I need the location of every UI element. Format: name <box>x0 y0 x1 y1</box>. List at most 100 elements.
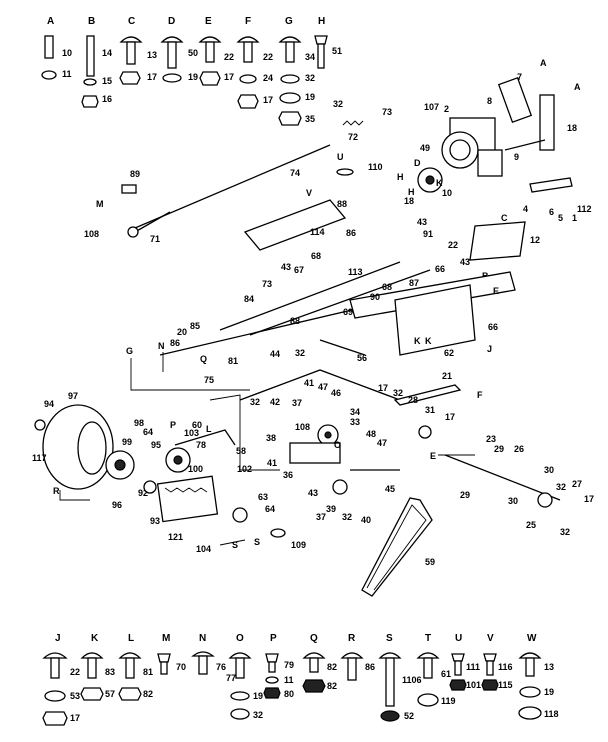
bolt-U <box>454 660 462 676</box>
callout-29: 29 <box>494 444 504 454</box>
nut-P <box>263 687 281 699</box>
washer-T <box>417 693 439 707</box>
hw-T-num-119: 119 <box>441 696 456 706</box>
drive-belt-59 <box>361 497 433 597</box>
hw-letter-N: N <box>199 633 206 644</box>
brake-rod <box>239 369 401 401</box>
callout-89: 89 <box>130 169 140 179</box>
callout-87: 87 <box>409 278 419 288</box>
bolt-W <box>525 657 535 677</box>
callout-K-3: K <box>425 336 432 346</box>
hw-letter-G: G <box>285 16 293 27</box>
callout-93: 93 <box>150 516 160 526</box>
callout-48: 48 <box>366 429 376 439</box>
callout-86b: 86 <box>170 338 180 348</box>
hw-F-num-24: 24 <box>263 73 273 83</box>
rear-axle <box>444 454 561 501</box>
hw-A-num-11: 11 <box>62 69 72 79</box>
washer-G-1 <box>280 74 300 84</box>
callout-P: P <box>170 420 176 430</box>
callout-43c: 43 <box>281 262 291 272</box>
callout-10: 10 <box>442 188 452 198</box>
callout-88: 88 <box>337 199 347 209</box>
callout-109: 109 <box>291 540 306 550</box>
callout-97: 97 <box>68 391 78 401</box>
callout-114: 114 <box>310 227 325 237</box>
nut-G <box>278 111 302 126</box>
bolt-F <box>243 41 253 63</box>
callout-108b: 108 <box>295 422 310 432</box>
callout-37: 37 <box>292 398 302 408</box>
hw-J-num-53: 53 <box>70 691 80 701</box>
hw-E-num-17: 17 <box>224 72 234 82</box>
bevel-gear-hub <box>173 455 183 465</box>
callout-96: 96 <box>112 500 122 510</box>
hw-M-num-70: 70 <box>176 662 186 672</box>
shift-linkage <box>174 429 236 446</box>
callout-E-2: E <box>430 451 436 461</box>
hw-letter-L: L <box>128 633 134 644</box>
hw-A-num-10: 10 <box>62 48 72 58</box>
callout-1: 1 <box>572 213 577 223</box>
hw-H-num-51: 51 <box>332 46 342 56</box>
callout-32d: 32 <box>393 388 403 398</box>
nut-C <box>119 71 141 85</box>
bolt-head-M <box>157 653 171 663</box>
callout-68b: 68 <box>382 282 392 292</box>
washer-W-1 <box>519 686 541 698</box>
callout-32b: 32 <box>295 348 305 358</box>
callout-104: 104 <box>196 544 211 554</box>
callout-G: G <box>126 346 133 356</box>
callout-112: 112 <box>577 204 592 214</box>
callout-71: 71 <box>150 234 160 244</box>
differential-group: P 103 60 L 78 100 102 58 121 63 64 104 S… <box>156 420 306 554</box>
callout-41: 41 <box>304 378 314 388</box>
hw-B-num-16: 16 <box>102 94 112 104</box>
callout-90: 90 <box>370 292 380 302</box>
pulley-hub <box>425 175 435 185</box>
linkage-rod-2 <box>249 269 431 336</box>
bolt-head-E <box>198 36 222 43</box>
nut-F <box>237 94 259 109</box>
hw-F-num-17: 17 <box>263 95 273 105</box>
callout-32: 32 <box>333 99 343 109</box>
hw-R-num-86: 86 <box>365 662 375 672</box>
bolt-O <box>235 657 245 679</box>
hw-O-num-32: 32 <box>253 710 263 720</box>
muffler-pipe <box>497 76 533 124</box>
wheel-rim <box>77 421 107 475</box>
hw-V-num-116: 116 <box>498 662 513 672</box>
washer-W-2 <box>518 706 542 720</box>
bolt-Q <box>309 657 319 673</box>
hw-letter-M: M <box>162 633 170 644</box>
callout-K: K <box>436 178 443 188</box>
hw-letter-B: B <box>88 16 95 27</box>
hw-Q-num-82: 82 <box>327 662 337 672</box>
hw-letter-F: F <box>245 16 251 27</box>
washer-F <box>239 74 257 84</box>
hw-G-num-35: 35 <box>305 114 315 124</box>
nut-J <box>42 711 68 726</box>
hw-P-num-11: 11 <box>284 675 294 685</box>
callout-45: 45 <box>385 484 395 494</box>
spring-72 <box>342 120 364 126</box>
frame-and-linkages: 74 V 114 86 88 43 91 C 12 22 66 43 B 68 … <box>126 168 540 401</box>
bolt-head-C <box>119 36 143 43</box>
callout-49: 49 <box>420 143 430 153</box>
callout-103: 103 <box>184 428 199 438</box>
callout-75: 75 <box>204 375 214 385</box>
callout-17c: 17 <box>584 494 594 504</box>
leader-R <box>59 490 90 501</box>
bearing-31 <box>418 425 432 439</box>
hw-letter-K: K <box>91 633 99 644</box>
callout-27: 27 <box>572 479 582 489</box>
wheel-group: 94 97 117 R 96 98 64 99 95 92 93 <box>32 391 161 526</box>
callout-66b: 66 <box>488 322 498 332</box>
right-bracket-group: 112 6 5 1 4 <box>523 177 592 223</box>
callout-21: 21 <box>442 371 452 381</box>
brake-bracket-plate <box>243 199 347 251</box>
callout-38: 38 <box>266 433 276 443</box>
hw-F-num-22: 22 <box>263 52 273 62</box>
hw-U-num-101: 101 <box>466 680 481 690</box>
callout-102: 102 <box>237 464 252 474</box>
